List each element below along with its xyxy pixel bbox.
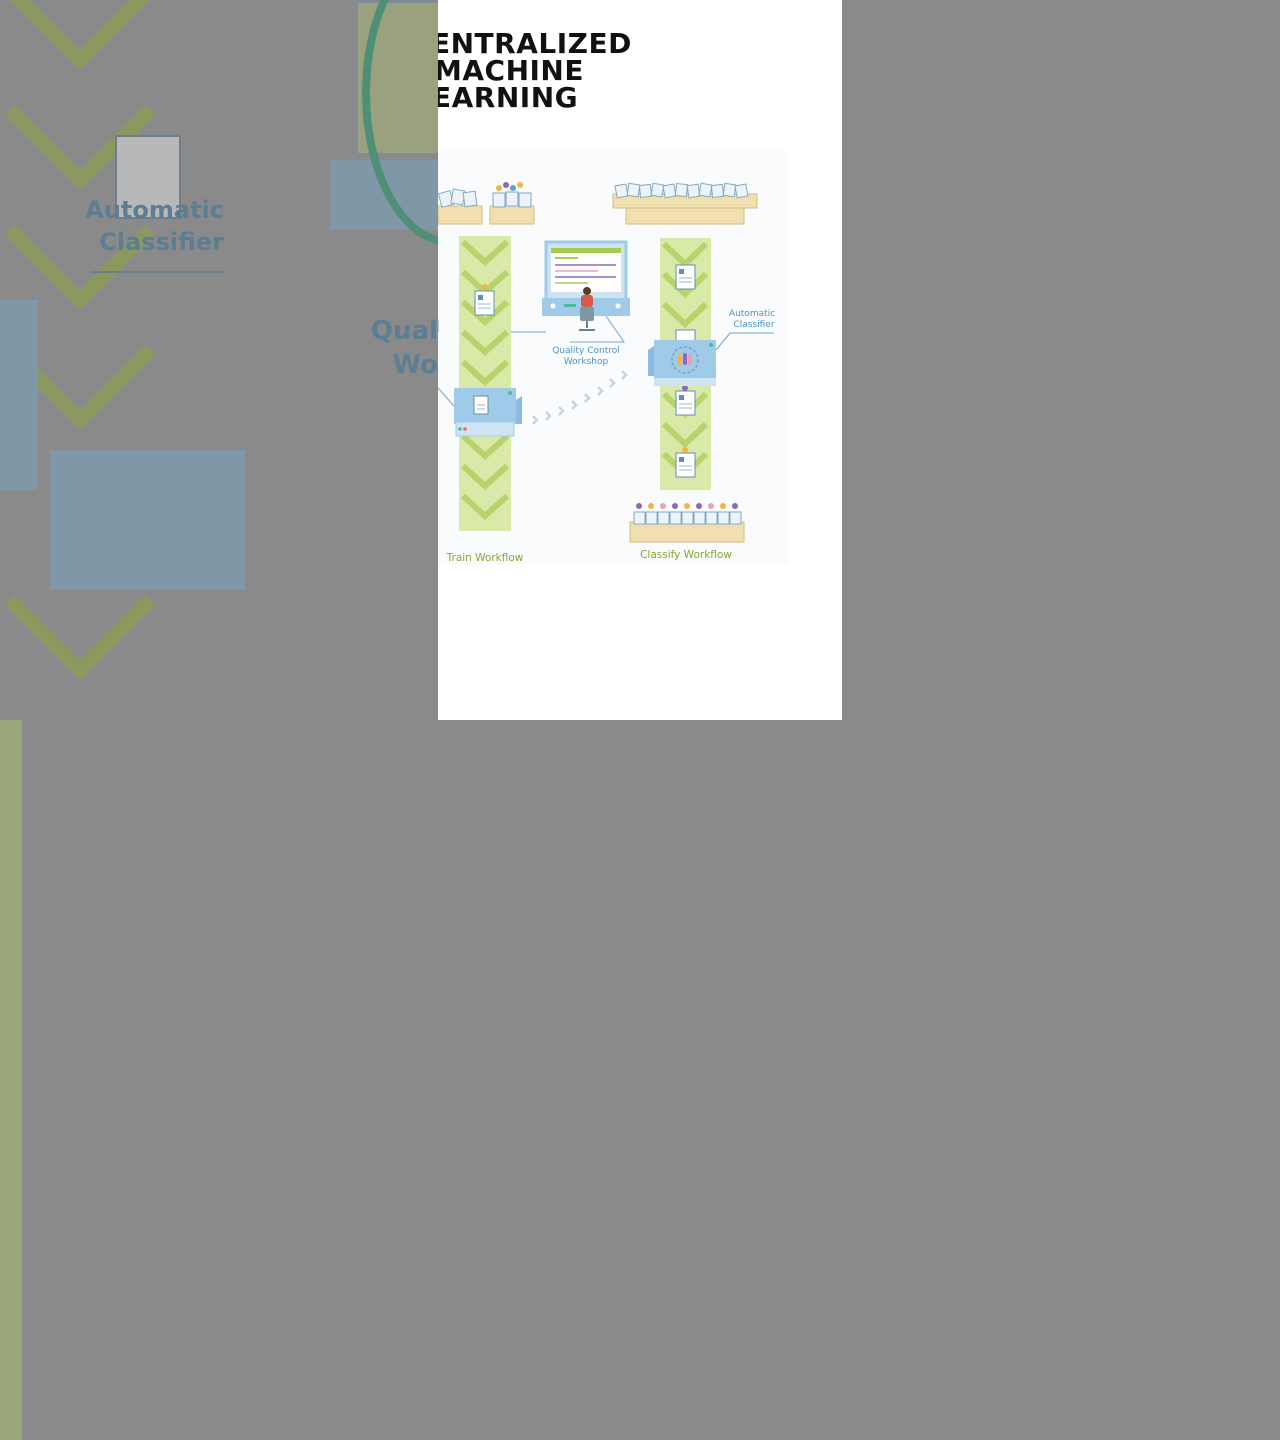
quality-control-leader <box>570 315 625 343</box>
background-machine-right <box>0 300 38 490</box>
background-right: Automatic Classifier <box>0 0 538 1440</box>
input-tray-classify <box>612 182 758 225</box>
train-left-lower-line <box>438 387 455 407</box>
background-machine-left <box>50 450 245 590</box>
background-label-left: Qual Wo <box>370 316 438 380</box>
background-label-right: Automatic Classifier <box>85 196 224 256</box>
input-tray-tagged <box>489 182 535 225</box>
train-conveyor-belt <box>459 236 511 531</box>
automatic-classifier-machine <box>648 340 716 386</box>
flow-chevrons <box>532 370 628 425</box>
content-panel: ENTRALIZED MACHINE EARNING <box>438 0 842 720</box>
training-machine <box>454 388 522 437</box>
document-icon <box>675 385 696 416</box>
document-icon <box>474 284 495 316</box>
automatic-classifier-leader <box>715 332 774 351</box>
automatic-classifier-label-line1: Automatic <box>729 309 775 319</box>
headline-line-3: EARNING <box>438 81 579 114</box>
automatic-classifier-label-line2: Classifier <box>733 320 774 330</box>
train-workflow-label: Train Workflow <box>446 552 524 564</box>
input-tray-left <box>438 188 483 225</box>
background-belt-right <box>0 720 22 1440</box>
background-document-left <box>115 135 181 219</box>
headline-line-2: MACHINE <box>438 54 584 87</box>
background-leader-line-right <box>90 271 224 273</box>
document-icon <box>675 264 696 290</box>
output-tray-classify <box>629 503 745 543</box>
headline: ENTRALIZED MACHINE EARNING <box>438 27 632 114</box>
ml-workflow-diagram: Quality Control Workshop <box>438 150 788 565</box>
headline-line-1: ENTRALIZED <box>438 27 632 60</box>
classify-workflow-label: Classify Workflow <box>640 549 732 561</box>
quality-control-workstation <box>542 240 630 331</box>
quality-control-label-line2: Workshop <box>564 357 609 367</box>
document-icon <box>675 447 696 478</box>
quality-control-label-line1: Quality Control <box>552 346 620 356</box>
